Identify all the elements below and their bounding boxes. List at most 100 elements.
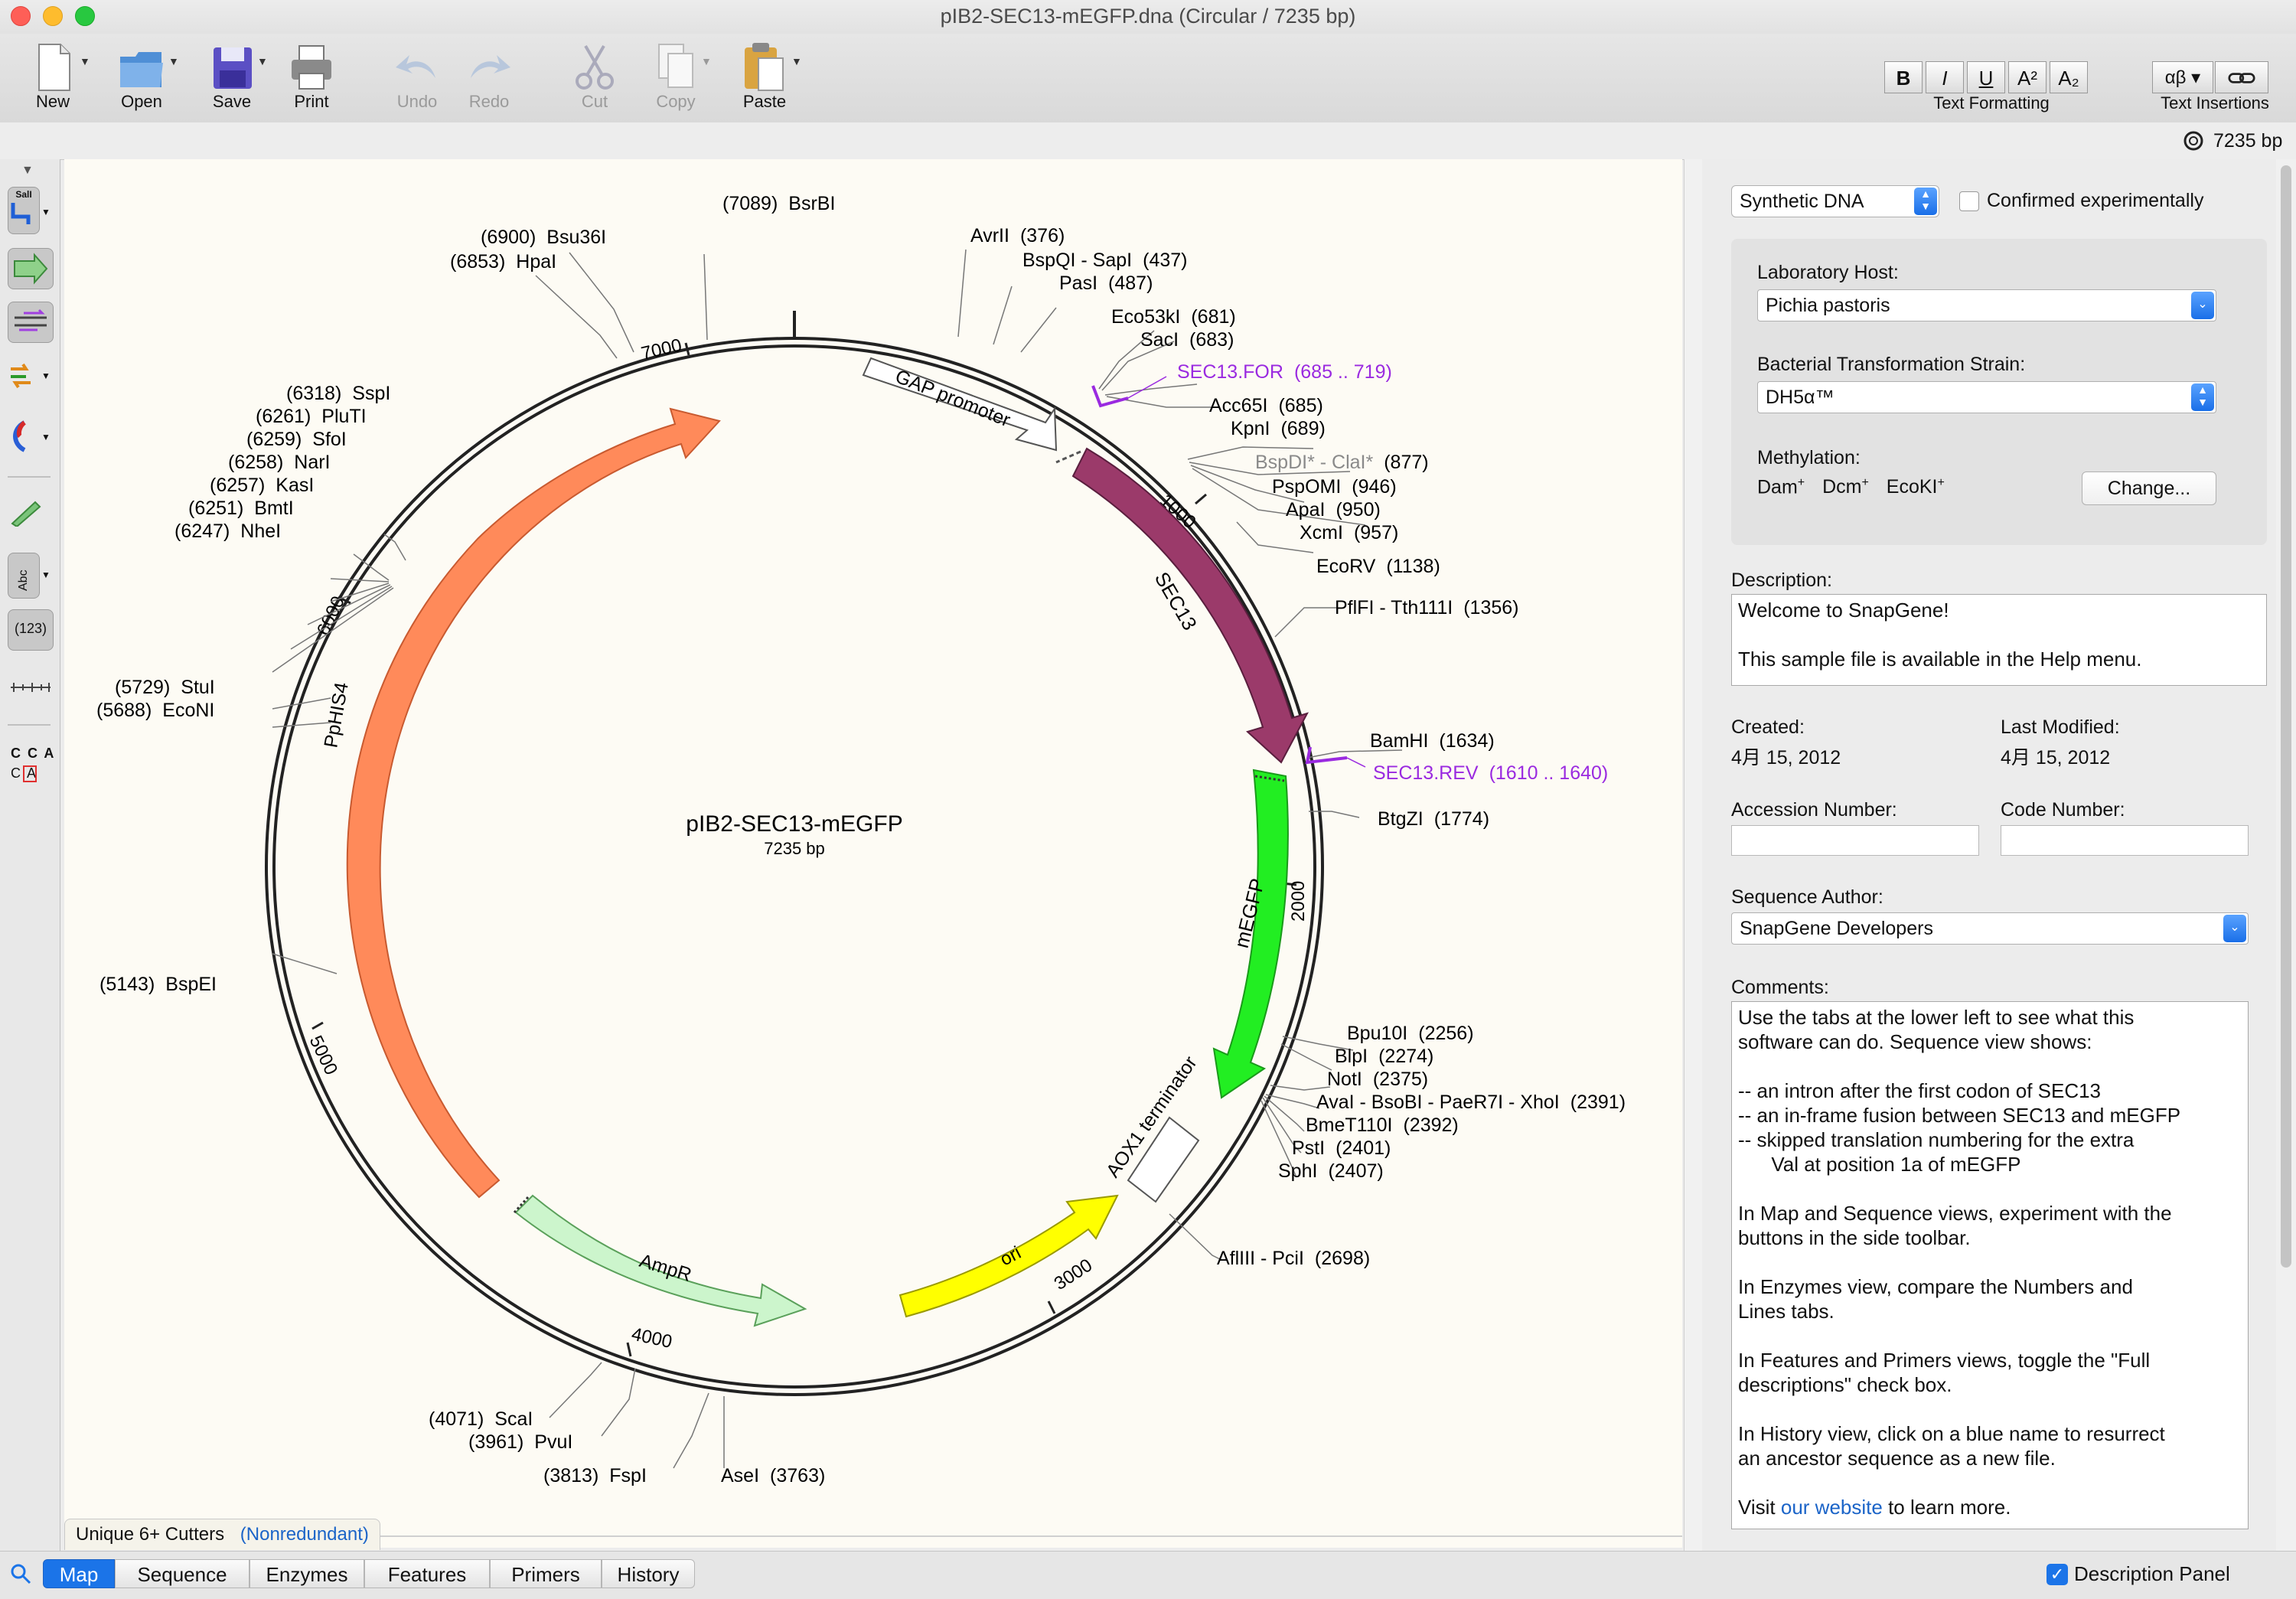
site-pspomi[interactable]: PspOMI(946) (1272, 476, 1397, 498)
copy-button[interactable]: Copy (634, 34, 718, 118)
molecule-type-select[interactable]: Synthetic DNA ▲▼ (1731, 185, 1939, 217)
site-bspqi-sapi[interactable]: BspQI - SapI(437) (1022, 250, 1188, 271)
site-nari[interactable]: (6258)NarI (228, 452, 331, 473)
description-panel-checkbox[interactable]: ✓ (2047, 1564, 2068, 1585)
site-pluti[interactable]: (6261)PluTI (256, 406, 367, 427)
primer-sec13-for[interactable]: SEC13.FOR(685 .. 719) (1177, 361, 1392, 383)
close-window-button[interactable] (11, 6, 31, 26)
site-nhei[interactable]: (6247)NheI (174, 520, 281, 542)
strain-select[interactable]: DH5α™ ▲▼ (1757, 381, 2216, 413)
site-eco53ki[interactable]: Eco53kI(681) (1111, 306, 1236, 328)
site-xcmi[interactable]: XcmI(957) (1300, 522, 1398, 543)
map-hscroll-track[interactable] (64, 1535, 1682, 1537)
print-button[interactable]: Print (269, 34, 354, 118)
cut-button[interactable]: Cut (553, 34, 637, 118)
text-menu-chevron-icon[interactable]: ▼ (41, 569, 51, 580)
tab-history[interactable]: History (602, 1559, 695, 1588)
tab-sequence[interactable]: Sequence (115, 1559, 249, 1588)
feature-aox1-terminator[interactable]: AOX1 terminator (1102, 1052, 1202, 1203)
site-fspi[interactable]: (3813)FspI (543, 1465, 647, 1486)
website-link[interactable]: our website (1780, 1496, 1883, 1519)
site-pflfi-tth111i[interactable]: PflFI - Tth111I(1356) (1335, 597, 1519, 618)
change-button[interactable]: Change... (2082, 472, 2216, 505)
panel-scrollbar-thumb[interactable] (2281, 165, 2291, 1268)
zoom-window-button[interactable] (75, 6, 95, 26)
site-psti[interactable]: PstI(2401) (1292, 1137, 1391, 1159)
cutters-tab[interactable]: Unique 6+ Cutters (Nonredundant) (64, 1519, 380, 1550)
author-select[interactable]: SnapGene Developers ⌄ (1731, 912, 2249, 945)
site-bmti[interactable]: (6251)BmtI (188, 498, 294, 519)
site-sphi[interactable]: SphI(2407) (1278, 1160, 1384, 1182)
accession-field[interactable] (1731, 825, 1979, 856)
feature-ori[interactable]: ori (899, 1194, 1119, 1318)
site-acc65i[interactable]: Acc65I(685) (1209, 395, 1323, 416)
site-hpai[interactable]: (6853)HpaI (450, 251, 556, 272)
site-saci[interactable]: SacI(683) (1140, 329, 1234, 351)
orf-arrows-icon[interactable] (9, 361, 32, 392)
site-scai[interactable]: (4071)ScaI (429, 1408, 533, 1430)
plasmid-map-svg[interactable]: 1000 2000 3000 4000 5000 6000 7000 GAP p… (64, 159, 1682, 1548)
site-sspi[interactable]: (6318)SspI (286, 383, 390, 404)
tab-map[interactable]: Map (43, 1559, 115, 1588)
lab-host-select[interactable]: Pichia pastoris ⌄ (1757, 289, 2216, 321)
italic-button[interactable]: I (1926, 61, 1964, 93)
superscript-button[interactable]: A² (2008, 61, 2047, 93)
site-bsu36i[interactable]: (6900)Bsu36I (481, 227, 606, 248)
map-vertical-scrollbar[interactable] (1684, 159, 1703, 1551)
sequence-feature-icon[interactable] (9, 496, 46, 527)
copy-menu-chevron-icon[interactable]: ▼ (701, 55, 712, 67)
site-avrii[interactable]: AvrII(376) (970, 225, 1065, 246)
plasmid-map-canvas[interactable]: 1000 2000 3000 4000 5000 6000 7000 GAP p… (64, 159, 1682, 1548)
numbers-button[interactable]: (123) (8, 609, 54, 651)
site-sfoi[interactable]: (6259)SfoI (246, 429, 347, 450)
primer-sec13-rev[interactable]: SEC13.REV(1610 .. 1640) (1373, 762, 1608, 784)
site-bspdi-clai[interactable]: BspDI* - ClaI*(877) (1255, 452, 1429, 473)
show-features-button[interactable] (8, 248, 54, 289)
panel-scrollbar-track[interactable] (2276, 159, 2296, 1551)
site-econi[interactable]: (5688)EcoNI (96, 700, 214, 721)
save-button[interactable]: Save (190, 34, 274, 118)
ruler-icon[interactable] (9, 680, 52, 695)
site-pvui[interactable]: (3961)PvuI (468, 1431, 572, 1453)
tab-enzymes[interactable]: Enzymes (249, 1559, 364, 1588)
search-icon[interactable] (9, 1562, 32, 1585)
feature-megfp[interactable]: mEGFP (1212, 768, 1289, 1099)
translation-menu-chevron-icon[interactable]: ▼ (41, 432, 51, 442)
new-menu-chevron-icon[interactable]: ▼ (80, 55, 90, 67)
save-menu-chevron-icon[interactable]: ▼ (257, 55, 268, 67)
description-textarea[interactable]: Welcome to SnapGene! This sample file is… (1731, 594, 2267, 686)
site-btgzi[interactable]: BtgZI(1774) (1378, 808, 1489, 830)
feature-ampr[interactable]: AmpR (513, 1194, 807, 1327)
feature-pphis4[interactable]: PpHIS4 (320, 407, 721, 1199)
show-primers-button[interactable] (8, 302, 54, 343)
subscript-button[interactable]: A₂ (2050, 61, 2088, 93)
underline-button[interactable]: U (1967, 61, 2005, 93)
site-noti[interactable]: NotI(2375) (1327, 1069, 1428, 1090)
site-kpni[interactable]: KpnI(689) (1231, 418, 1326, 439)
redo-button[interactable]: Redo (447, 34, 531, 118)
translation-arc-icon[interactable] (9, 419, 32, 453)
collapse-triangle-icon[interactable]: ▼ (21, 164, 34, 177)
bold-button[interactable]: B (1884, 61, 1923, 93)
site-ecorv[interactable]: EcoRV(1138) (1316, 556, 1440, 577)
site-apai[interactable]: ApaI(950) (1286, 499, 1381, 520)
site-stui[interactable]: (5729)StuI (115, 677, 215, 698)
primer-sec13-for-mark[interactable] (1091, 385, 1129, 408)
site-avai-xhoi[interactable]: AvaI - BsoBI - PaeR7I - XhoI(2391) (1316, 1092, 1626, 1113)
minimize-window-button[interactable] (43, 6, 63, 26)
site-pasi[interactable]: PasI(487) (1059, 272, 1153, 294)
site-afliii-pcii[interactable]: AflIII - PciI(2698) (1217, 1248, 1370, 1269)
text-annotation-button[interactable]: Abc (8, 553, 40, 599)
open-button[interactable]: Open (99, 34, 184, 118)
new-button[interactable]: New (11, 34, 95, 118)
cutters-mode[interactable]: (Nonredundant) (240, 1524, 369, 1545)
site-bmet110i[interactable]: BmeT110I(2392) (1306, 1114, 1459, 1136)
orf-menu-chevron-icon[interactable]: ▼ (41, 370, 51, 381)
paste-menu-chevron-icon[interactable]: ▼ (791, 55, 802, 67)
insert-link-button[interactable] (2215, 61, 2268, 93)
site-bpu10i[interactable]: Bpu10I(2256) (1347, 1023, 1474, 1044)
site-bspei[interactable]: (5143)BspEI (99, 974, 217, 995)
code-field[interactable] (2001, 825, 2249, 856)
enzyme-menu-chevron-icon[interactable]: ▼ (41, 207, 51, 217)
open-menu-chevron-icon[interactable]: ▼ (168, 55, 179, 67)
